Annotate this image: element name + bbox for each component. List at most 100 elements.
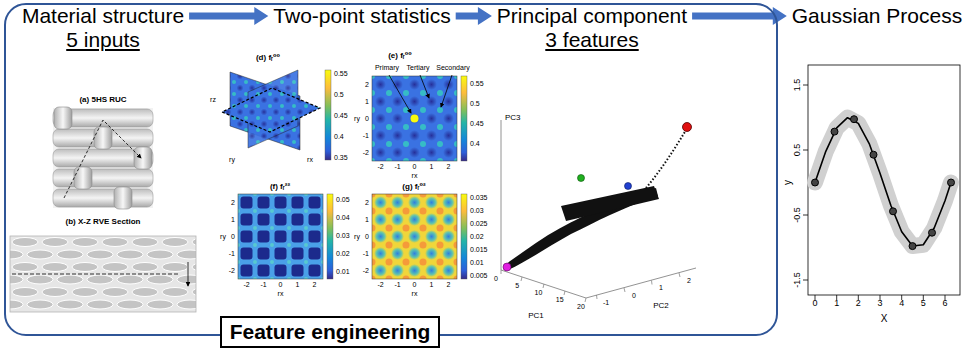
stage-heading: Material structure5 inputs [20, 4, 186, 52]
plot-label: ry [354, 233, 360, 241]
plot-label: 0.03 [336, 232, 350, 240]
plot-label: -1 [394, 281, 400, 289]
plot-label: 1 [430, 163, 434, 171]
plot-label: ry [354, 115, 360, 123]
plot-label: 2 [447, 281, 451, 289]
plot-label: 2 [856, 299, 861, 309]
plot-label: 2 [365, 199, 369, 207]
plot-label: 0 [632, 292, 636, 300]
plot-label: 0.45 [334, 112, 348, 120]
plot-label: y [782, 180, 793, 185]
stage-title: Two-point statistics [273, 4, 450, 28]
plot-label: 1 [365, 216, 369, 224]
plot-label: (d) fᵣ⁰⁰ [256, 54, 280, 63]
plot-label: -2 [377, 163, 383, 171]
plot-label: -1 [394, 163, 400, 171]
plot-label: Primary [375, 64, 399, 72]
plot-label: -1 [229, 250, 235, 258]
heatmap-e [372, 75, 467, 161]
plot-label: Secondary [436, 64, 469, 72]
plot-label: 0.035 [470, 194, 488, 202]
plot-label: 0.04 [336, 214, 350, 222]
plot-label: 0.4 [334, 133, 344, 141]
plot-label: 0.45 [470, 120, 484, 128]
plot-label: 6 [943, 299, 948, 309]
plot-label: 4 [899, 299, 904, 309]
stage-heading: Principal component3 features [495, 4, 689, 52]
plot-label: 1.5 [793, 79, 803, 92]
plot-label: 2 [231, 199, 235, 207]
plot-label: 0 [365, 115, 369, 123]
plot-label: -0.5 [793, 207, 803, 223]
flow-arrow [692, 7, 787, 25]
plot-label: 0.55 [470, 80, 484, 88]
plot-label: (a) 5HS RUC [79, 96, 126, 105]
plot-label: 0 [812, 299, 817, 309]
plot-label: 0.35 [334, 154, 348, 162]
plot-label: -1 [603, 299, 609, 307]
plot-label: Tertiary [407, 64, 430, 72]
plot-label: 5 [515, 282, 519, 290]
plot-label: 1 [659, 284, 663, 292]
plot-label: -2 [243, 281, 249, 289]
plot-label: -1 [260, 281, 266, 289]
plot-label: 0.005 [470, 272, 488, 280]
plot-label: 5 [921, 299, 926, 309]
plot-label: -2 [229, 267, 235, 275]
plot-label: (g) fᵣ⁰² [402, 183, 425, 192]
plot-label: 0.01 [470, 259, 484, 267]
plot-label: 0.05 [336, 196, 350, 204]
pca-scatter [501, 120, 696, 302]
plot-label: rx [307, 156, 313, 164]
plot-label: 2 [447, 163, 451, 171]
plot-label: 0.5 [334, 91, 344, 99]
flow-arrow [456, 7, 492, 25]
plot-label: -2 [363, 267, 369, 275]
plot-label: X [881, 313, 888, 324]
plot-label: 10 [535, 289, 543, 297]
plot-label: 0 [279, 281, 283, 289]
plot-label: PC1 [528, 312, 544, 321]
plot-label: 0 [413, 163, 417, 171]
plot-label: -1.5 [793, 272, 803, 288]
plot-label: (b) X-Z RVE Section [66, 218, 141, 227]
weave-unit-cell [53, 107, 153, 209]
plot-label: 0.015 [470, 246, 488, 254]
plot-label: 0.025 [470, 220, 488, 228]
heatmap-g [372, 194, 467, 279]
plot-label: rx [278, 290, 284, 298]
plot-label: 20 [577, 303, 585, 311]
stage-heading: Two-point statistics [271, 4, 452, 28]
plot-label: -2 [377, 281, 383, 289]
plot-label: 0.4 [470, 140, 480, 148]
plot-label: ry [229, 156, 235, 164]
plot-label: 0.5 [793, 144, 803, 157]
stage-title: Material structure [22, 4, 184, 28]
stage-title: Gaussian Process [792, 4, 962, 28]
plot-label: 0.02 [470, 233, 484, 241]
plot-label: 3 [878, 299, 883, 309]
plot-label: 1 [231, 216, 235, 224]
stage-title: Principal component [497, 4, 687, 28]
plot-label: rx [412, 172, 418, 180]
plot-label: (f) fᵣ²² [270, 183, 290, 192]
flow-arrow [189, 7, 268, 25]
plot-label: 0.01 [336, 268, 350, 276]
plot-label: 0.55 [334, 70, 348, 78]
heatmap-f [238, 194, 333, 279]
plot-label: rx [412, 290, 418, 298]
plot-label: 2 [687, 277, 691, 285]
plot-label: rz [210, 96, 216, 104]
plot-label: -1 [363, 132, 369, 140]
gp-plot [803, 65, 960, 300]
plot-label: 0 [365, 233, 369, 241]
plot-label: -1 [363, 250, 369, 258]
plot-label: 2 [313, 281, 317, 289]
plot-label: 1 [296, 281, 300, 289]
slice-plot-d [222, 70, 331, 160]
stage-heading: Gaussian Process [790, 4, 964, 28]
plot-label: 2 [365, 81, 369, 89]
plot-label: 0 [231, 233, 235, 241]
